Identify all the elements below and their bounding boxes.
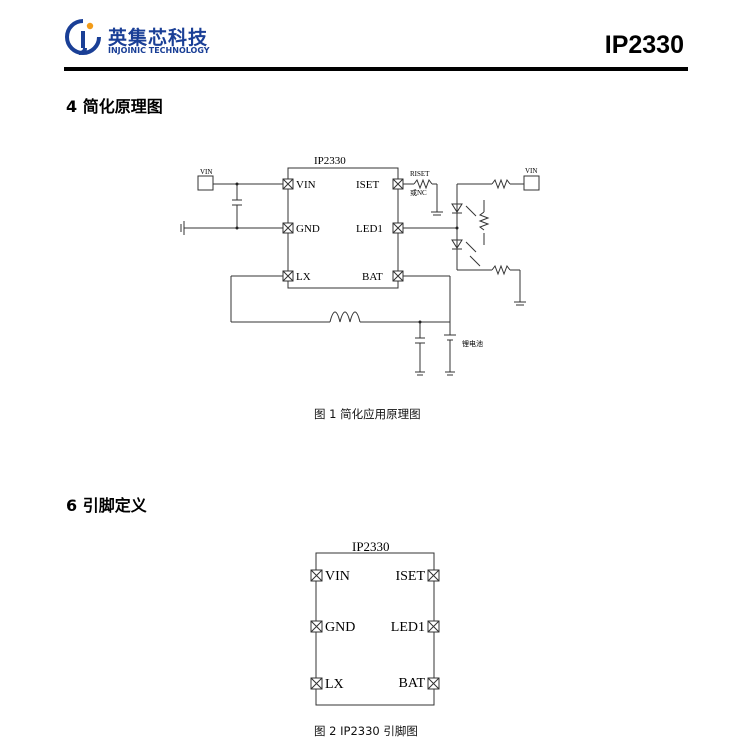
vin-terminal-right	[523, 175, 540, 191]
page-header: 英集芯科技 INJOINIC TECHNOLOGY IP2330	[0, 0, 750, 76]
brand-name-cn: 英集芯科技	[108, 27, 209, 49]
schematic-chip-name: IP2330	[314, 155, 346, 167]
figure1-caption: 图 1 简化应用原理图	[314, 407, 421, 421]
schematic-pin-bat: BAT	[362, 271, 383, 283]
pinout-pin-gnd: GND	[325, 620, 355, 635]
schematic-pin-lx: LX	[296, 271, 311, 283]
vin-terminal-left	[197, 175, 214, 191]
section-title-pinout: 6 引脚定义	[66, 496, 147, 515]
brand-name-en: INJOINIC TECHNOLOGY	[108, 46, 210, 55]
header-divider	[64, 67, 688, 71]
simplified-schematic-figure: IP2330 VIN GND LX ISET LED1 BAT VIN VIN …	[180, 155, 540, 376]
riset-note: 或NC	[410, 188, 427, 197]
document-title: IP2330	[604, 31, 684, 59]
schematic-pin-led1: LED1	[356, 223, 383, 235]
led-diode-2	[451, 239, 463, 249]
top-led-resistor	[491, 178, 511, 190]
schematic-pin-vin: VIN	[296, 179, 316, 191]
vin-label-left: VIN	[200, 168, 212, 176]
schematic-pin-iset: ISET	[356, 179, 380, 191]
pinout-figure: IP2330 VIN GND LX ISET LED1 BAT	[310, 539, 440, 706]
figure2-caption: 图 2 IP2330 引脚图	[314, 724, 418, 738]
bottom-led-resistor	[491, 264, 511, 276]
riset-label: RISET	[410, 170, 430, 178]
pinout-pin-vin: VIN	[325, 569, 350, 584]
vin-label-right: VIN	[525, 167, 537, 175]
section-title-schematic: 4 简化原理图	[66, 97, 163, 116]
injoinic-logo-icon	[65, 19, 101, 55]
inductor-symbol	[329, 311, 361, 323]
led-side-resistor	[478, 211, 490, 231]
battery-label: 锂电池	[462, 339, 483, 348]
led-diode-1	[451, 203, 463, 213]
pinout-chip-name: IP2330	[352, 539, 390, 554]
pinout-pin-bat: BAT	[399, 676, 426, 691]
schematic-pin-gnd: GND	[296, 223, 320, 235]
pinout-pin-led1: LED1	[391, 620, 425, 635]
pinout-pin-lx: LX	[325, 677, 344, 692]
pinout-pin-iset: ISET	[395, 569, 425, 584]
riset-resistor	[413, 178, 433, 190]
